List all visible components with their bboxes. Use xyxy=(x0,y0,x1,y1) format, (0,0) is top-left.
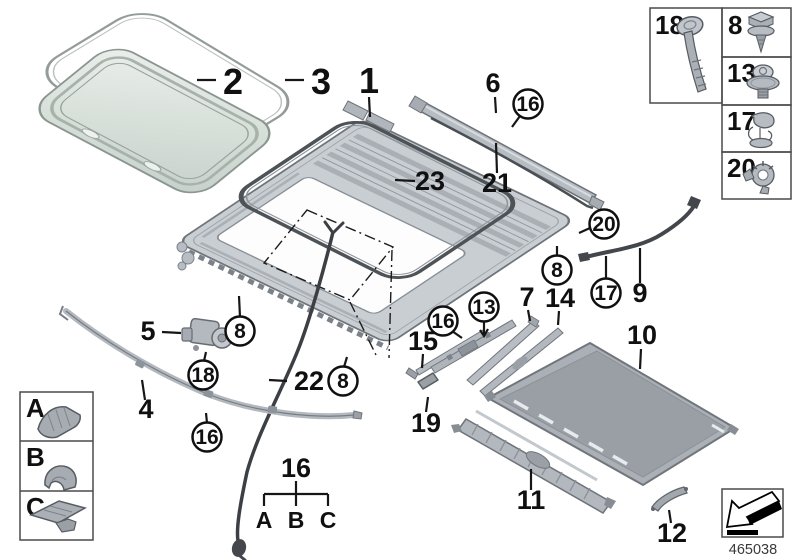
callout-circled-16-deflector[interactable]: 16 xyxy=(512,88,544,120)
callout-4[interactable]: 4 xyxy=(138,394,153,424)
sidebar-part-box-20[interactable]: 20 xyxy=(721,151,792,200)
callout-circled-17-label: 17 xyxy=(594,282,617,305)
callout-22[interactable]: 22 xyxy=(294,366,324,396)
fastener-sidebar: 18 8 13 xyxy=(649,7,792,200)
sidebar-part-number: 8 xyxy=(728,10,742,40)
wind-deflector xyxy=(408,95,605,211)
bracket-parent-16[interactable]: 16 xyxy=(281,453,311,483)
legend-clip-c xyxy=(28,500,87,533)
callout-circled-8-label: 8 xyxy=(337,370,349,393)
doc-ref: 465038 xyxy=(721,488,784,558)
mounting-dashed-outline xyxy=(262,209,395,301)
legend-clip-b xyxy=(44,465,77,491)
doc-number: 465038 xyxy=(729,542,777,558)
mounting-dashed-extension xyxy=(349,301,378,358)
callout-14[interactable]: 14 xyxy=(545,283,575,313)
callout-circled-16-label: 16 xyxy=(516,93,539,116)
glass-guide-bracket xyxy=(365,111,395,133)
front-rail xyxy=(58,305,363,420)
callout-circled-16-label: 16 xyxy=(195,426,218,449)
legend-letter-a[interactable]: A xyxy=(26,393,45,423)
abc-bracket: 16 A B C xyxy=(256,453,337,533)
callout-circled-8-left[interactable]: 8 xyxy=(224,315,256,347)
hex-flange-screw-icon xyxy=(747,11,775,54)
legend-box: A B C xyxy=(19,391,94,541)
callout-circled-8-front[interactable]: 8 xyxy=(327,365,359,397)
callout-19[interactable]: 19 xyxy=(411,408,441,438)
direction-arrow-icon xyxy=(725,490,782,535)
glass-panel xyxy=(38,48,271,194)
bracket-letter-a[interactable]: A xyxy=(256,507,273,533)
frame-corner-casting xyxy=(177,261,187,271)
frame-corner-casting xyxy=(176,241,188,253)
callout-11[interactable]: 11 xyxy=(517,485,546,515)
bracket-letter-c[interactable]: C xyxy=(320,507,337,533)
cable-clip-icon xyxy=(747,112,775,149)
callout-circled-13[interactable]: 13 xyxy=(468,291,500,323)
guide-rail-14 xyxy=(479,327,564,397)
sidebar-part-box-13[interactable]: 13 xyxy=(721,56,792,106)
callout-circled-16-guide[interactable]: 16 xyxy=(427,305,459,337)
sidebar-part-box-8[interactable]: 8 xyxy=(721,7,792,58)
callout-23[interactable]: 23 xyxy=(415,166,445,196)
callout-circled-8-label: 8 xyxy=(234,320,246,343)
sidebar-part-number: 17 xyxy=(727,106,756,136)
callout-2[interactable]: 2 xyxy=(223,61,243,102)
callout-1[interactable]: 1 xyxy=(359,60,379,101)
callout-circled-8-right[interactable]: 8 xyxy=(541,254,573,286)
callout-5[interactable]: 5 xyxy=(140,316,155,346)
slider-piece-19 xyxy=(417,372,439,390)
sidebar-part-box-17[interactable]: 17 xyxy=(721,104,792,153)
flanged-torx-bolt-icon xyxy=(676,15,707,93)
drain-hose-rear xyxy=(578,196,701,262)
sidebar-part-box-18[interactable]: 18 xyxy=(649,7,723,104)
spring-nut-clip-icon xyxy=(742,161,775,195)
guide-rail-7 xyxy=(466,315,540,386)
callout-21[interactable]: 21 xyxy=(482,168,512,198)
callout-circled-18-label: 18 xyxy=(191,364,215,387)
torx-washer-screw-icon xyxy=(746,64,780,99)
callout-circled-20[interactable]: 20 xyxy=(588,208,620,240)
callout-3[interactable]: 3 xyxy=(311,61,331,102)
guide-rail-16 xyxy=(430,319,517,374)
callout-circled-16-label: 16 xyxy=(431,310,454,333)
callout-7[interactable]: 7 xyxy=(519,282,534,312)
callout-circled-20-label: 20 xyxy=(592,213,615,236)
callout-10[interactable]: 10 xyxy=(627,320,657,350)
legend-clip-a xyxy=(37,406,81,439)
bracket-letter-b[interactable]: B xyxy=(288,507,305,533)
callout-circled-18[interactable]: 18 xyxy=(187,359,219,391)
callout-12[interactable]: 12 xyxy=(657,518,687,548)
drive-motor xyxy=(181,317,233,351)
callout-circled-13-label: 13 xyxy=(472,296,495,319)
direction-arrow-box xyxy=(721,488,784,538)
sunshade-panel xyxy=(484,341,739,487)
deflector-seal-strip xyxy=(430,116,594,210)
callout-6[interactable]: 6 xyxy=(485,68,500,98)
frame-corner-casting xyxy=(181,251,195,265)
slat-rail xyxy=(451,409,616,514)
callout-circled-16-rail[interactable]: 16 xyxy=(191,421,223,453)
mounting-dashed-extension xyxy=(388,249,393,359)
callout-9[interactable]: 9 xyxy=(632,278,647,308)
callout-circled-8-label: 8 xyxy=(551,259,563,282)
frame-front-serration xyxy=(177,244,390,351)
callout-circled-17[interactable]: 17 xyxy=(590,277,622,309)
legend-letter-b[interactable]: B xyxy=(26,442,45,472)
glass-guide-bracket xyxy=(342,100,369,121)
frame-opening xyxy=(216,177,466,314)
frame-gasket-loop xyxy=(238,120,516,279)
drain-hose-front xyxy=(231,220,345,560)
end-bracket-12 xyxy=(651,486,688,512)
